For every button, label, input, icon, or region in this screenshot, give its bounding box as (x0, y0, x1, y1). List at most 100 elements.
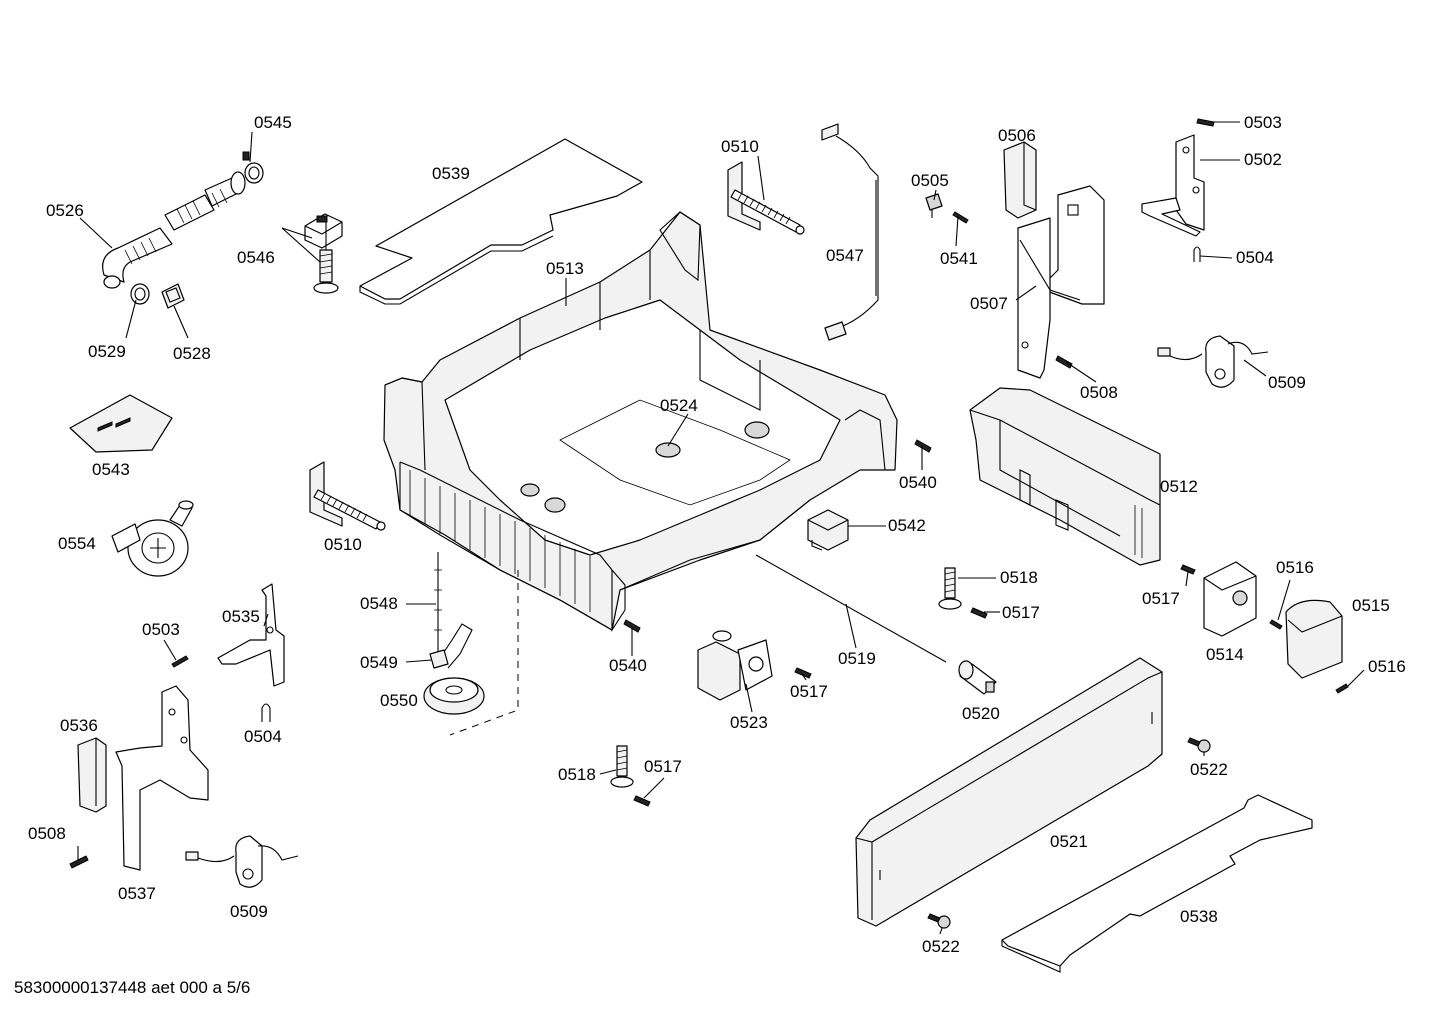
callout-0522-lower: 0522 (922, 937, 960, 956)
part-0539-mat (359, 138, 643, 305)
part-0504-clip-right (1193, 246, 1201, 262)
part-0514-bracket (1203, 561, 1257, 637)
callout-0508-right: 0508 (1080, 383, 1118, 402)
part-0503-screw-left (171, 655, 189, 668)
callout-0509-left: 0509 (230, 902, 268, 921)
part-0516-screw-a (1269, 619, 1283, 630)
callout-0517-d: 0517 (644, 757, 682, 776)
callout-0503-right: 0503 (1244, 113, 1282, 132)
callout-0508-left: 0508 (28, 824, 66, 843)
part-0522-screw-upper (1187, 737, 1211, 753)
part-0517-screw-b (1180, 564, 1196, 575)
callout-0538: 0538 (1180, 907, 1218, 926)
callout-0554: 0554 (58, 534, 96, 553)
part-0517-screw-d (633, 795, 651, 807)
part-0542-sensor (807, 509, 849, 551)
part-0503-screw-right (1196, 118, 1215, 127)
callout-0512: 0512 (1160, 477, 1198, 496)
callout-0540-right: 0540 (899, 473, 937, 492)
callout-0520: 0520 (962, 704, 1000, 723)
part-0502-bracket (1141, 134, 1205, 237)
part-0510-spring-top (727, 161, 805, 235)
part-0508-screw-right (1055, 355, 1073, 369)
part-0543-bag (69, 394, 173, 453)
part-0512-module-housing (969, 387, 1161, 566)
callout-0503-left: 0503 (142, 620, 180, 639)
callout-0517-a: 0517 (1002, 603, 1040, 622)
callout-labels: 0545 0526 0529 0528 0539 0546 0513 0510 … (28, 113, 1406, 956)
part-0545-clamp (242, 151, 264, 184)
callout-0509-right: 0509 (1268, 373, 1306, 392)
part-0550-float (423, 677, 485, 715)
callout-0521: 0521 (1050, 832, 1088, 851)
callout-0507: 0507 (970, 294, 1008, 313)
callout-0517-c: 0517 (790, 682, 828, 701)
callout-0548: 0548 (360, 594, 398, 613)
callout-0518-right: 0518 (1000, 568, 1038, 587)
leader-lines (77, 121, 1365, 935)
part-0529-clamp (130, 283, 150, 305)
part-0519-rod (755, 554, 947, 663)
document-id-footer: 58300000137448 aet 000 a 5/6 (14, 978, 251, 997)
part-0546-block-screw (304, 213, 343, 294)
callout-0502: 0502 (1244, 150, 1282, 169)
part-0547-cable (821, 123, 879, 341)
callout-0515: 0515 (1352, 596, 1390, 615)
part-0528-clip (161, 283, 185, 309)
part-0508-screw-left (69, 855, 89, 869)
callout-0549: 0549 (360, 653, 398, 672)
part-0515-cover (1285, 599, 1343, 679)
part-0509-pressure-switch-right (1157, 335, 1269, 388)
part-0504-clip-left (261, 703, 271, 722)
part-0540-screw-center (623, 619, 641, 633)
callout-0550: 0550 (380, 691, 418, 710)
callout-0513: 0513 (546, 259, 584, 278)
part-0526-drain-hose (102, 171, 246, 289)
callout-0524: 0524 (660, 396, 698, 415)
part-0505-connector (925, 193, 943, 218)
dashed-leader-0550 (449, 570, 519, 736)
part-0548-rod (434, 552, 442, 652)
callout-0546: 0546 (237, 248, 275, 267)
callout-0504-left: 0504 (244, 727, 282, 746)
callout-0543: 0543 (92, 460, 130, 479)
part-0535-bracket (217, 583, 285, 687)
part-0523-valve (697, 630, 773, 701)
part-0549-float-arm (429, 623, 473, 669)
callout-0516-a: 0516 (1276, 558, 1314, 577)
callout-0545: 0545 (254, 113, 292, 132)
part-0538-insulation (1001, 794, 1313, 973)
callout-0510-left: 0510 (324, 535, 362, 554)
part-0554-pump (111, 500, 194, 577)
callout-0518-center: 0518 (558, 765, 596, 784)
callout-0514: 0514 (1206, 645, 1244, 664)
part-0510-spring-left (309, 461, 386, 531)
callout-0535: 0535 (222, 607, 260, 626)
part-0518-foot-center (610, 745, 634, 788)
part-0520-end-cap (958, 660, 997, 695)
callout-0547: 0547 (826, 246, 864, 265)
callout-0506: 0506 (998, 126, 1036, 145)
part-0522-screw-lower (927, 913, 951, 929)
part-0507-bracket (1017, 185, 1105, 379)
callout-0528: 0528 (173, 344, 211, 363)
part-0517-screw-c (794, 667, 812, 679)
callout-0537: 0537 (118, 884, 156, 903)
part-0517-screw-a (970, 607, 988, 619)
part-0506-cover (1003, 141, 1037, 219)
part-0513-base-tub (383, 211, 898, 632)
part-0537-bracket (115, 685, 209, 871)
part-0516-screw-b (1335, 683, 1349, 694)
callout-0541: 0541 (940, 249, 978, 268)
callout-0529: 0529 (88, 342, 126, 361)
callout-0539: 0539 (432, 164, 470, 183)
callout-0540-center: 0540 (609, 656, 647, 675)
callout-0526: 0526 (46, 201, 84, 220)
callout-0519: 0519 (838, 649, 876, 668)
callout-0510-top: 0510 (721, 137, 759, 156)
callout-0522-upper: 0522 (1190, 760, 1228, 779)
callout-0504-right: 0504 (1236, 248, 1274, 267)
part-0540-screw-right (914, 439, 932, 453)
callout-0542: 0542 (888, 516, 926, 535)
